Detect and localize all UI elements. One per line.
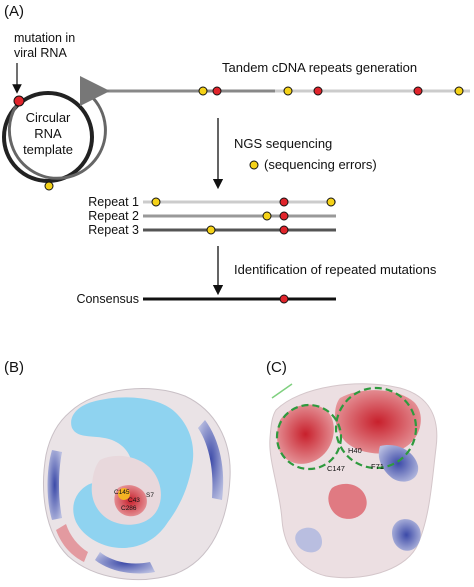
- mutation-label-line1: mutation in: [14, 31, 75, 45]
- residue-label: C43: [128, 497, 140, 504]
- negative-patch: [328, 483, 367, 519]
- residue-label: H40: [348, 446, 362, 455]
- panel-c-label: (C): [266, 359, 287, 376]
- repeat-label: Repeat 2: [88, 209, 139, 223]
- mutation-dot: [413, 86, 423, 96]
- residue-label: C147: [327, 464, 345, 473]
- mutation-dot: [279, 211, 289, 221]
- residue-label: C145: [114, 489, 130, 496]
- positive-patch: [95, 552, 155, 574]
- consensus-label: Consensus: [76, 292, 139, 306]
- repeat-1: Repeat 1: [88, 195, 336, 209]
- positive-patch: [378, 444, 419, 482]
- template-label-line2: RNA: [34, 126, 62, 141]
- binding-region-circle: [334, 386, 418, 470]
- mutation-dot: [313, 86, 323, 96]
- repeat-label: Repeat 3: [88, 223, 139, 237]
- repeat-2: Repeat 2: [88, 209, 336, 223]
- seq-error-dot: [44, 181, 54, 191]
- panel-b-label: (B): [4, 359, 24, 376]
- cdna-wrap-arc: [7, 93, 107, 180]
- residue-label: C286: [121, 505, 137, 512]
- consensus: Consensus: [76, 292, 336, 306]
- mutation-dot: [13, 95, 25, 107]
- positive-patch: [198, 420, 224, 500]
- seq-error-dot: [206, 225, 216, 235]
- ligand: [118, 488, 130, 500]
- positive-patch: [392, 519, 421, 551]
- seq-error-legend-dot: [249, 160, 259, 170]
- negative-patch: [56, 524, 88, 562]
- repeat-label: Repeat 1: [88, 195, 139, 209]
- seq-error-dot: [283, 86, 293, 96]
- residue-label: F71: [371, 462, 384, 471]
- ngs-label: NGS sequencing: [234, 136, 332, 151]
- negative-patch: [277, 404, 334, 464]
- protein-surface-b: C145 C43 S7 C286: [43, 388, 231, 581]
- mutation-dot: [279, 225, 289, 235]
- mutation-label-line2: viral RNA: [14, 46, 67, 60]
- seq-error-dot: [262, 211, 272, 221]
- tandem-label: Tandem cDNA repeats generation: [222, 60, 417, 75]
- seq-errors-label: (sequencing errors): [264, 157, 377, 172]
- identification-label: Identification of repeated mutations: [234, 262, 437, 277]
- repeat-3: Repeat 3: [88, 223, 336, 237]
- residue-label: S7: [146, 492, 154, 499]
- mutation-dot: [212, 86, 222, 96]
- seq-error-dot: [326, 197, 336, 207]
- template-label-line3: template: [23, 142, 73, 157]
- negative-patch: [335, 390, 421, 454]
- positive-patch: [295, 527, 322, 553]
- tandem-cdna-line: [80, 76, 470, 106]
- mutation-dot: [279, 197, 289, 207]
- mutation-dot: [279, 294, 289, 304]
- seq-error-dot: [454, 86, 464, 96]
- seq-error-dot: [198, 86, 208, 96]
- protein-surface-c: H40 C147 F71: [269, 383, 438, 579]
- binding-region-circle: [275, 403, 343, 471]
- template-label-line1: Circular: [26, 110, 71, 125]
- green-marker: [271, 383, 293, 399]
- positive-patch: [47, 450, 62, 520]
- template-outer-circle: [2, 91, 94, 183]
- seq-error-dot: [151, 197, 161, 207]
- panel-a-label: (A): [4, 3, 24, 20]
- circular-rna-template: Circular RNA template: [2, 91, 107, 191]
